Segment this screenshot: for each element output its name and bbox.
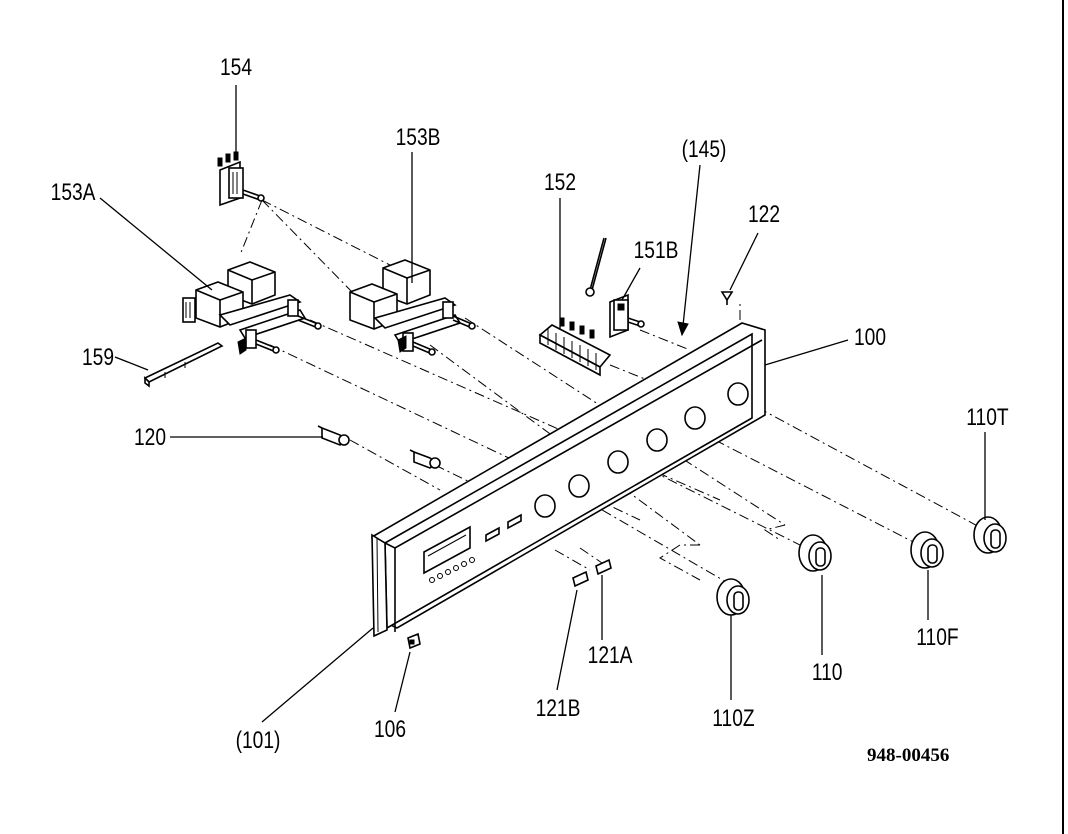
label-110Z: 110Z	[712, 704, 754, 732]
part-121-indicators	[572, 558, 612, 588]
part-labels: 154 153B 153A (145) 152 122 151B 100 159…	[51, 53, 1009, 766]
label-122: 122	[748, 200, 780, 228]
part-159-bracket	[143, 342, 224, 388]
label-159: 159	[82, 343, 114, 371]
leader-lines	[99, 85, 986, 723]
label-110F: 110F	[916, 623, 958, 651]
part-153A-valves	[182, 261, 322, 355]
label-154: 154	[220, 53, 252, 81]
part-122-screw	[720, 291, 734, 305]
knob-110	[798, 534, 832, 572]
knob-holes	[534, 382, 749, 518]
label-121A: 121A	[588, 641, 633, 669]
label-121B: 121B	[536, 694, 581, 722]
knob-110f	[910, 531, 944, 569]
label-100: 100	[854, 323, 886, 351]
knob-110z	[716, 578, 750, 616]
part-154-switch	[217, 151, 265, 207]
label-110T: 110T	[966, 403, 1008, 431]
knob-110t	[973, 516, 1007, 554]
label-101: (101)	[236, 726, 281, 754]
label-106: 106	[374, 715, 406, 743]
part-106-clip	[407, 632, 421, 650]
label-145: (145)	[682, 135, 727, 163]
label-151B: 151B	[634, 236, 679, 264]
label-153A: 153A	[51, 178, 96, 206]
label-153B: 153B	[396, 123, 441, 151]
part-120-ignitor	[317, 425, 441, 469]
assembly-lines	[239, 199, 986, 591]
control-panel	[371, 322, 766, 638]
panel-buttons	[429, 557, 475, 583]
part-153B-valves	[349, 259, 476, 356]
label-152: 152	[544, 168, 576, 196]
document-number: 948-00456	[867, 745, 949, 766]
label-110: 110	[812, 658, 843, 686]
part-152-terminal-strip	[538, 317, 612, 377]
label-120: 120	[134, 423, 166, 451]
part-151B-thermostat	[585, 237, 645, 339]
